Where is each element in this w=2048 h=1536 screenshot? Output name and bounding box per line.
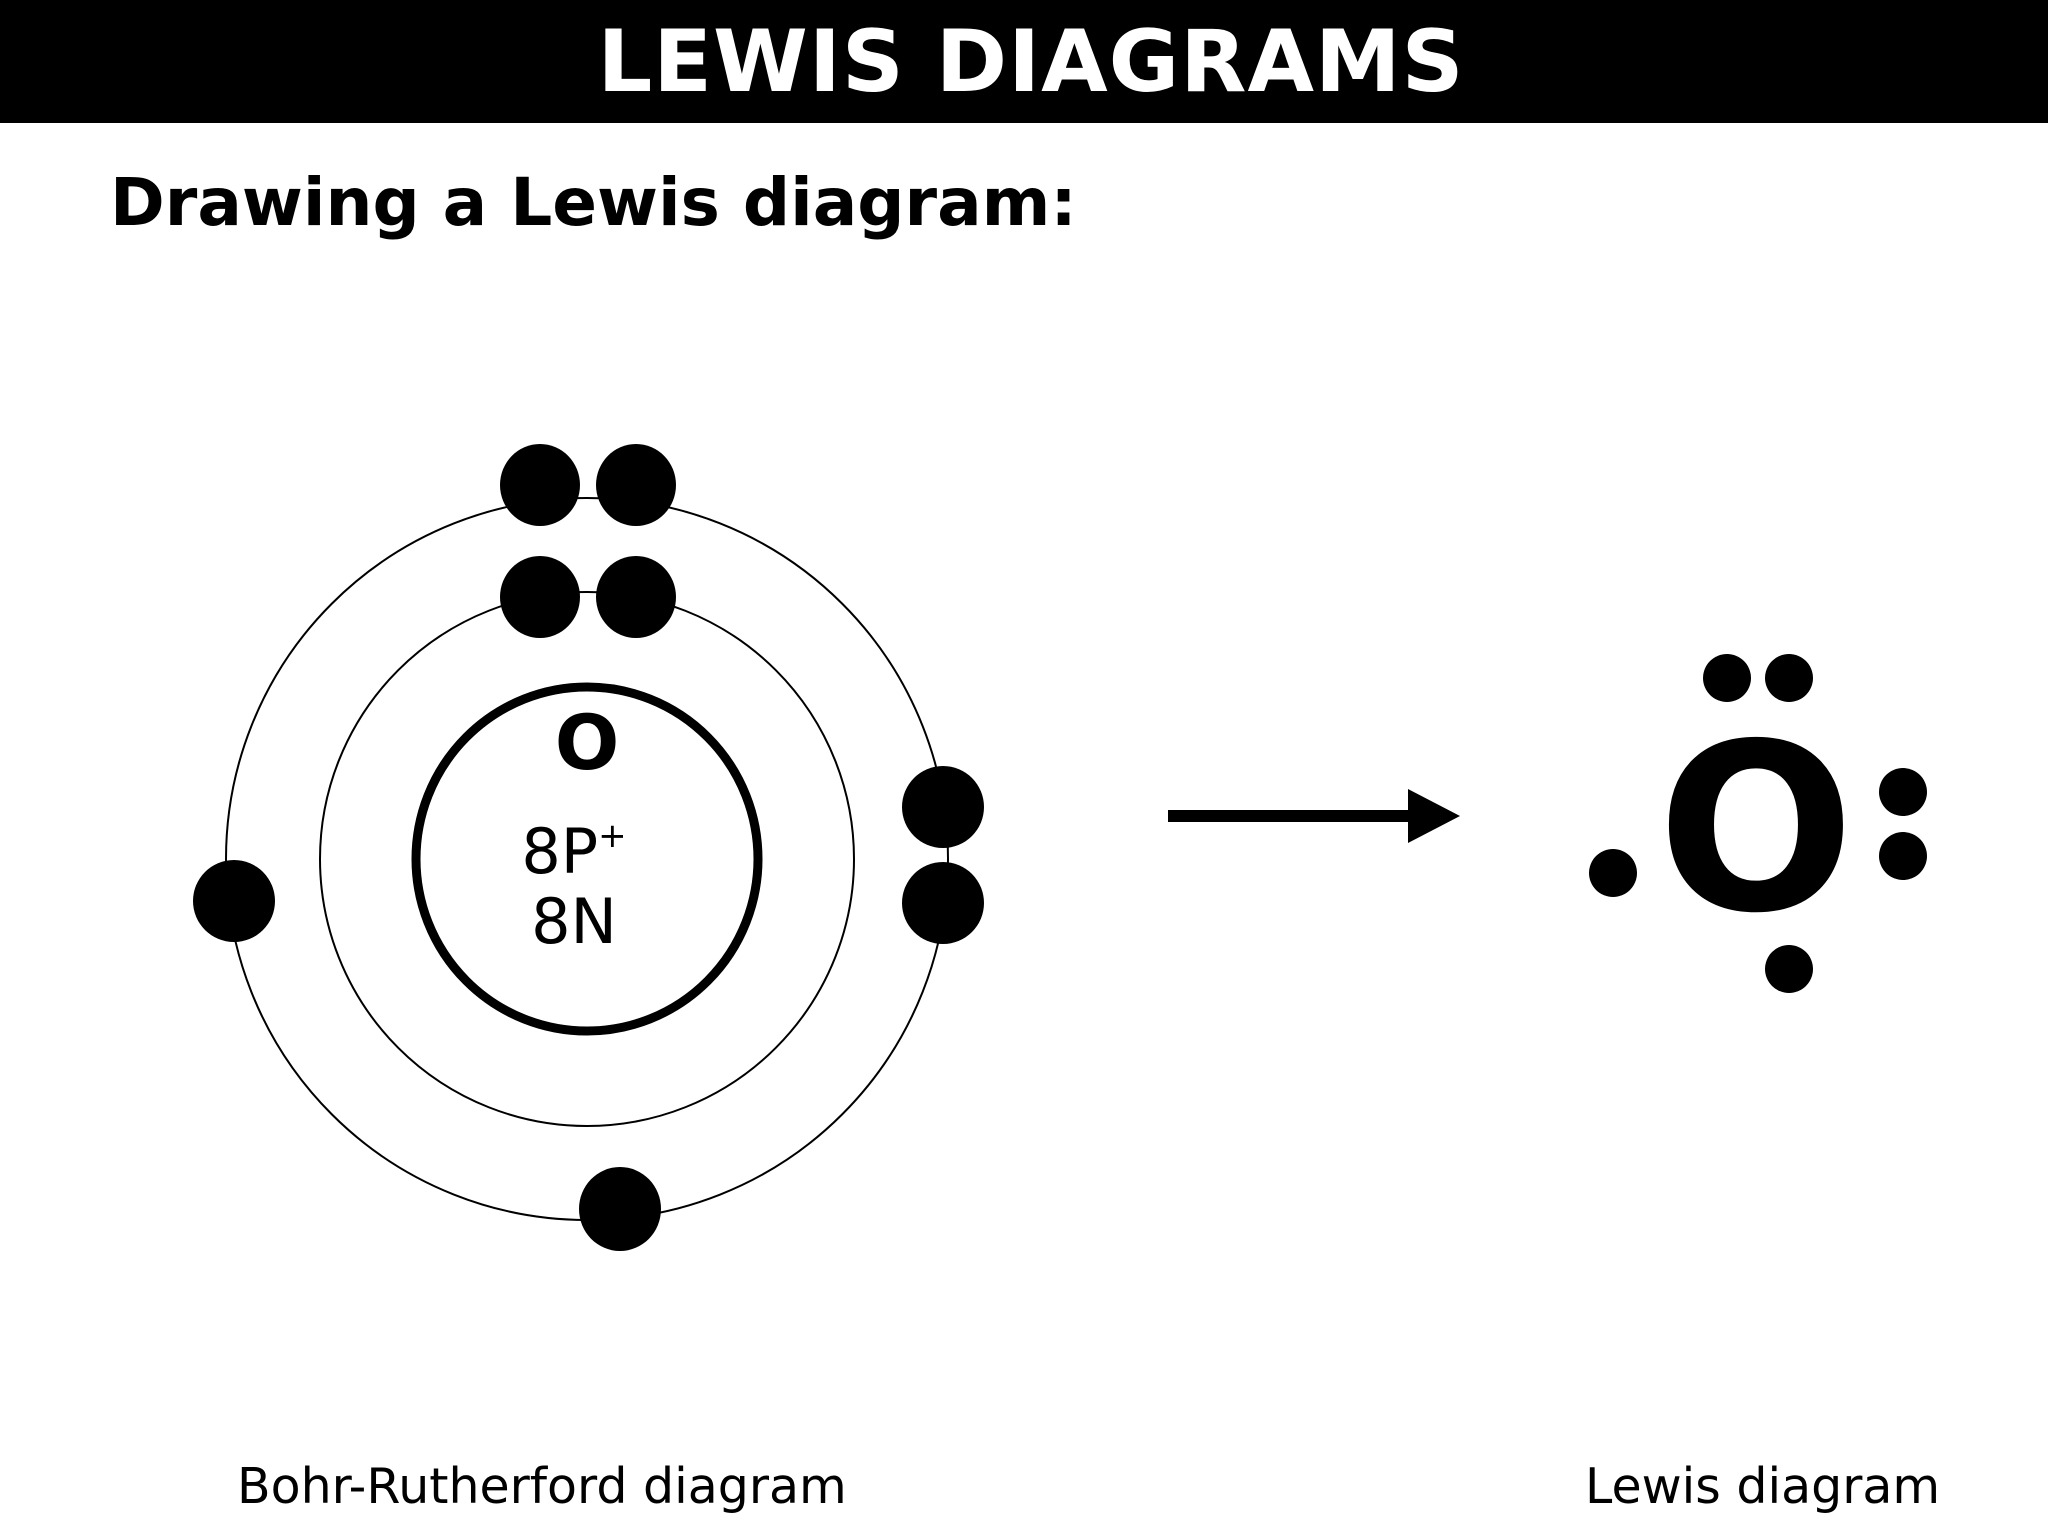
valence-dot-bottom bbox=[1765, 945, 1813, 993]
valence-dot-top-1 bbox=[1703, 654, 1751, 702]
electron-outer-3 bbox=[902, 766, 984, 848]
electron-outer-6 bbox=[579, 1167, 661, 1251]
title-bar: LEWIS DIAGRAMS bbox=[0, 0, 2048, 123]
proton-count-label: 8P bbox=[521, 815, 598, 888]
lewis-dot-diagram: O bbox=[1589, 654, 1927, 993]
subtitle: Drawing a Lewis diagram: bbox=[110, 164, 1077, 241]
neutron-count: 8N bbox=[531, 885, 617, 958]
electron-outer-1 bbox=[500, 444, 580, 526]
inner-shell bbox=[319, 591, 855, 1127]
bohr-diagram-caption: Bohr-Rutherford diagram bbox=[237, 1458, 847, 1515]
electron-outer-4 bbox=[902, 862, 984, 944]
arrow-icon bbox=[1168, 789, 1460, 843]
proton-charge: + bbox=[598, 816, 627, 856]
electron-inner-1 bbox=[500, 556, 580, 638]
page-title: LEWIS DIAGRAMS bbox=[597, 11, 1465, 112]
electron-inner-2 bbox=[596, 556, 676, 638]
bohr-rutherford-diagram: O 8P+ 8N bbox=[193, 444, 984, 1251]
valence-dot-right-2 bbox=[1879, 832, 1927, 880]
electron-outer-5 bbox=[193, 860, 275, 942]
valence-dot-right-1 bbox=[1879, 768, 1927, 816]
electron-outer-2 bbox=[596, 444, 676, 526]
valence-dot-top-2 bbox=[1765, 654, 1813, 702]
nucleus bbox=[411, 682, 763, 1036]
lewis-element-symbol: O bbox=[1657, 694, 1854, 964]
valence-dot-left bbox=[1589, 849, 1637, 897]
lewis-diagram-caption: Lewis diagram bbox=[1585, 1458, 1941, 1515]
nucleus-element-symbol: O bbox=[555, 698, 620, 787]
proton-count: 8P+ bbox=[521, 815, 626, 888]
